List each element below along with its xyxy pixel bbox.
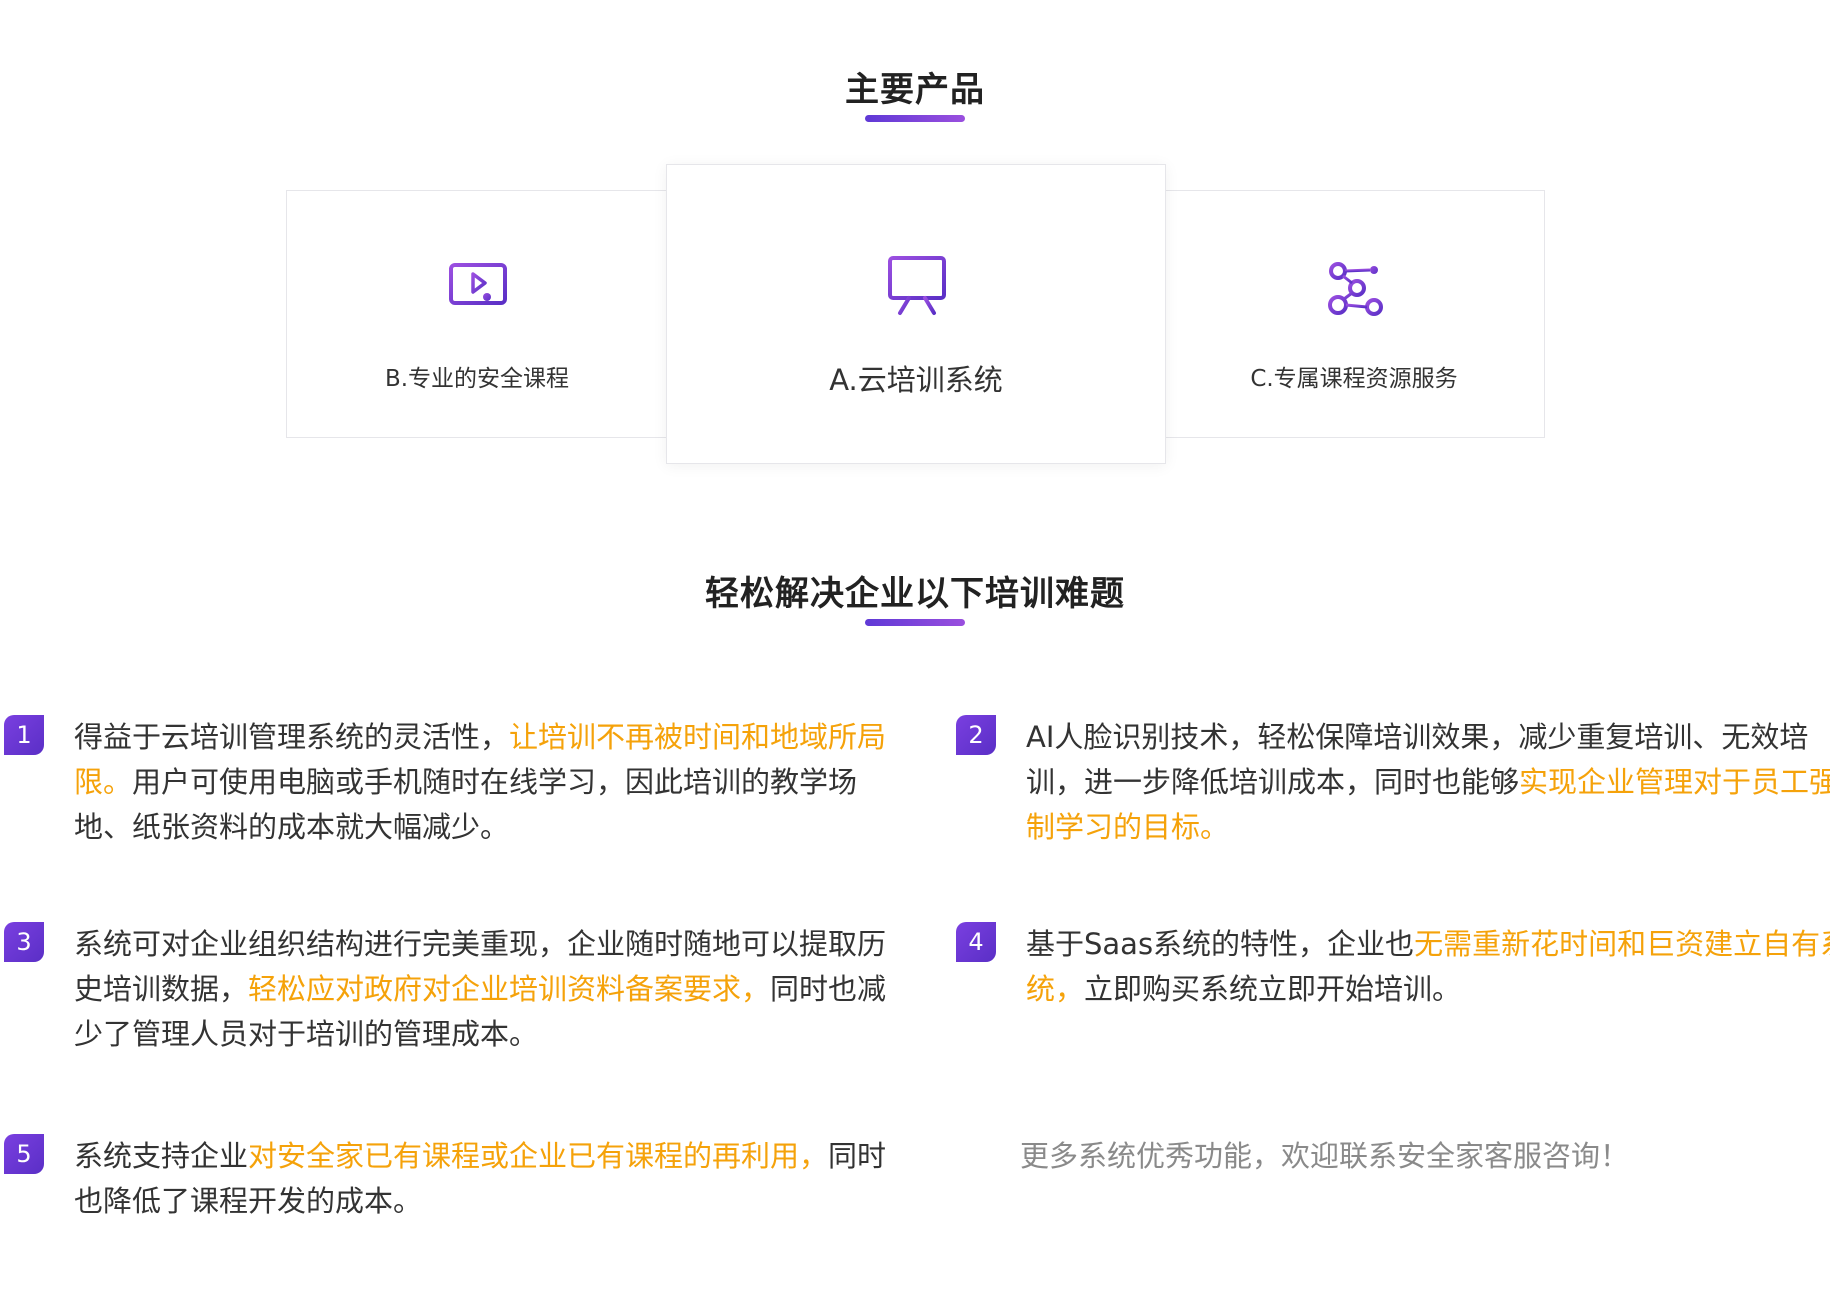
feature-text: AI人脸识别技术，轻松保障培训效果，减少重复培训、无效培训，进一步降低培训成本，…: [1026, 715, 1830, 850]
feature-number-badge: 2: [956, 715, 996, 755]
product-card-custom-resources[interactable]: C.专属课程资源服务: [1163, 190, 1545, 438]
body-text: 训，进一步降低培训成本，同时也能够: [1026, 765, 1520, 799]
feature-text: 系统可对企业组织结构进行完美重现，企业随时随地可以提取历史培训数据，轻松应对政府…: [74, 922, 886, 1057]
feature-text: 基于Saas系统的特性，企业也无需重新花时间和巨资建立自有系统，立即购买系统立即…: [1026, 922, 1830, 1012]
product-card-label: A.云培训系统: [829, 363, 1003, 397]
products-title: 主要产品: [845, 70, 985, 110]
feature-text-line: 统，立即购买系统立即开始培训。: [1026, 967, 1830, 1012]
body-text: 同时: [828, 1139, 887, 1173]
highlight-text: 轻松应对政府对企业培训资料备案要求，: [248, 972, 771, 1006]
body-text: 少了管理人员对于培训的管理成本。: [74, 1017, 539, 1051]
feature-number-badge: 5: [4, 1134, 44, 1174]
body-text: 用户可使用电脑或手机随时在线学习，因此培训的教学场: [132, 765, 858, 799]
products-title-underline: [865, 115, 965, 122]
feature-text-line: 得益于云培训管理系统的灵活性，让培训不再被时间和地域所局: [74, 715, 886, 760]
solutions-title-underline: [865, 619, 965, 626]
body-text: 史培训数据，: [74, 972, 249, 1006]
feature-text-line: 系统可对企业组织结构进行完美重现，企业随时随地可以提取历: [74, 922, 886, 967]
body-text: AI人脸识别技术，轻松保障培训效果，减少重复培训、无效培: [1026, 720, 1809, 754]
body-text: 系统可对企业组织结构进行完美重现，企业随时随地可以提取历: [74, 927, 887, 961]
feature-item-3: 3 系统可对企业组织结构进行完美重现，企业随时随地可以提取历史培训数据，轻松应对…: [4, 922, 886, 1062]
solutions-title: 轻松解决企业以下培训难题: [705, 574, 1125, 614]
body-text: 地、纸张资料的成本就大幅减少。: [74, 810, 510, 844]
feature-text-line: 史培训数据，轻松应对政府对企业培训资料备案要求，同时也减: [74, 967, 886, 1012]
body-text: 也降低了课程开发的成本。: [74, 1184, 423, 1218]
presentation-board-icon: [884, 251, 950, 317]
highlight-text: 统，: [1026, 972, 1085, 1006]
feature-text: 得益于云培训管理系统的灵活性，让培训不再被时间和地域所局限。用户可使用电脑或手机…: [74, 715, 886, 850]
feature-text-line: 基于Saas系统的特性，企业也无需重新花时间和巨资建立自有系: [1026, 922, 1830, 967]
video-lesson-icon: [447, 259, 509, 321]
feature-number-badge: 4: [956, 922, 996, 962]
product-card-cloud-training[interactable]: A.云培训系统: [666, 164, 1166, 464]
product-card-safety-courses[interactable]: B.专业的安全课程: [286, 190, 668, 438]
highlight-text: 限。: [74, 765, 133, 799]
highlight-text: 制学习的目标。: [1026, 810, 1230, 844]
highlight-text: 实现企业管理对于员工强: [1519, 765, 1830, 799]
feature-text-line: 少了管理人员对于培训的管理成本。: [74, 1012, 886, 1057]
feature-item-4: 4 基于Saas系统的特性，企业也无需重新花时间和巨资建立自有系统，立即购买系统…: [956, 922, 1830, 1062]
feature-text-line: 地、纸张资料的成本就大幅减少。: [74, 805, 886, 850]
body-text: 同时也减: [770, 972, 887, 1006]
body-text: 立即购买系统立即开始培训。: [1084, 972, 1462, 1006]
feature-text-line: 训，进一步降低培训成本，同时也能够实现企业管理对于员工强: [1026, 760, 1830, 805]
contact-service-note: 更多系统优秀功能，欢迎联系安全家客服咨询！: [1020, 1139, 1630, 1173]
feature-text-line: 制学习的目标。: [1026, 805, 1830, 850]
feature-number-badge: 1: [4, 715, 44, 755]
highlight-text: 无需重新花时间和巨资建立自有系: [1414, 927, 1830, 961]
feature-item-1: 1 得益于云培训管理系统的灵活性，让培训不再被时间和地域所局限。用户可使用电脑或…: [4, 715, 886, 855]
feature-item-5: 5 系统支持企业对安全家已有课程或企业已有课程的再利用，同时也降低了课程开发的成…: [4, 1134, 886, 1234]
body-text: 基于Saas系统的特性，企业也: [1026, 927, 1415, 961]
feature-text-line: AI人脸识别技术，轻松保障培训效果，减少重复培训、无效培: [1026, 715, 1830, 760]
body-text: 系统支持企业: [74, 1139, 249, 1173]
feature-text-line: 限。用户可使用电脑或手机随时在线学习，因此培训的教学场: [74, 760, 886, 805]
body-text: 得益于云培训管理系统的灵活性，: [74, 720, 510, 754]
product-card-label: C.专属课程资源服务: [1250, 366, 1458, 392]
feature-item-2: 2 AI人脸识别技术，轻松保障培训效果，减少重复培训、无效培训，进一步降低培训成…: [956, 715, 1830, 855]
highlight-text: 对安全家已有课程或企业已有课程的再利用，: [248, 1139, 829, 1173]
network-nodes-icon: [1324, 259, 1386, 321]
feature-text-line: 也降低了课程开发的成本。: [74, 1179, 886, 1224]
feature-text: 系统支持企业对安全家已有课程或企业已有课程的再利用，同时也降低了课程开发的成本。: [74, 1134, 886, 1224]
product-card-label: B.专业的安全课程: [384, 366, 570, 392]
highlight-text: 让培训不再被时间和地域所局: [509, 720, 887, 754]
feature-number-badge: 3: [4, 922, 44, 962]
feature-text-line: 系统支持企业对安全家已有课程或企业已有课程的再利用，同时: [74, 1134, 886, 1179]
